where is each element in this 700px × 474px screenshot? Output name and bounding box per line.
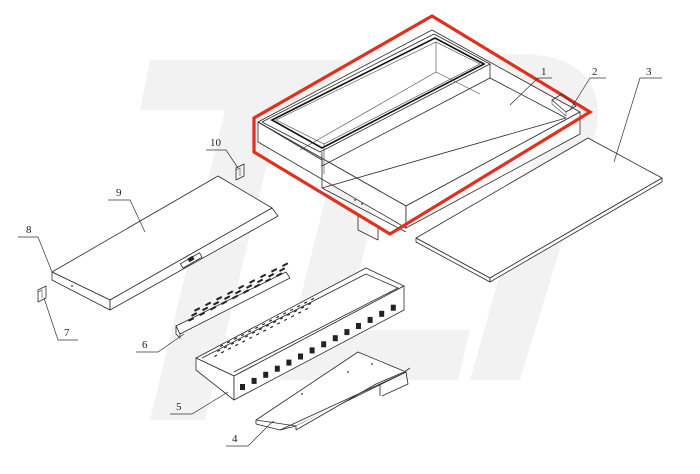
- callout-10: 10: [206, 137, 239, 169]
- label-9: 9: [116, 187, 122, 199]
- tray-side-vents: [240, 304, 396, 390]
- label-10: 10: [210, 137, 222, 149]
- callout-5: 5: [170, 391, 229, 415]
- label-3: 3: [646, 66, 652, 78]
- part-6-grille[interactable]: [175, 262, 291, 339]
- callout-4: 4: [226, 421, 273, 447]
- highlight-outline: [252, 14, 594, 236]
- part-7-clip[interactable]: [37, 285, 47, 303]
- callout-8: 8: [18, 224, 53, 273]
- callout-7: 7: [43, 297, 78, 341]
- tray-vent-holes: [214, 297, 315, 358]
- part-3-cover-panel[interactable]: [415, 137, 663, 283]
- label-1: 1: [541, 66, 547, 78]
- part-5-vented-tray[interactable]: [195, 267, 405, 401]
- label-5: 5: [176, 401, 182, 413]
- label-2: 2: [592, 66, 598, 78]
- grille-slots: [188, 262, 289, 322]
- part-10-clip[interactable]: [235, 163, 245, 181]
- label-7: 7: [64, 327, 70, 339]
- part-4-mounting-bracket[interactable]: [255, 351, 411, 431]
- callouts: 1 2 3 9 10 8 7 6: [18, 66, 662, 447]
- callout-1: 1: [509, 66, 552, 106]
- label-4: 4: [232, 433, 238, 445]
- part-9-top-lid[interactable]: [51, 175, 279, 311]
- callout-2: 2: [569, 66, 606, 111]
- callout-9: 9: [108, 187, 146, 233]
- label-8: 8: [26, 224, 32, 236]
- callout-6: 6: [136, 333, 185, 353]
- label-6: 6: [142, 339, 148, 351]
- part-2-side-bracket[interactable]: [551, 93, 577, 117]
- callout-3: 3: [613, 66, 662, 163]
